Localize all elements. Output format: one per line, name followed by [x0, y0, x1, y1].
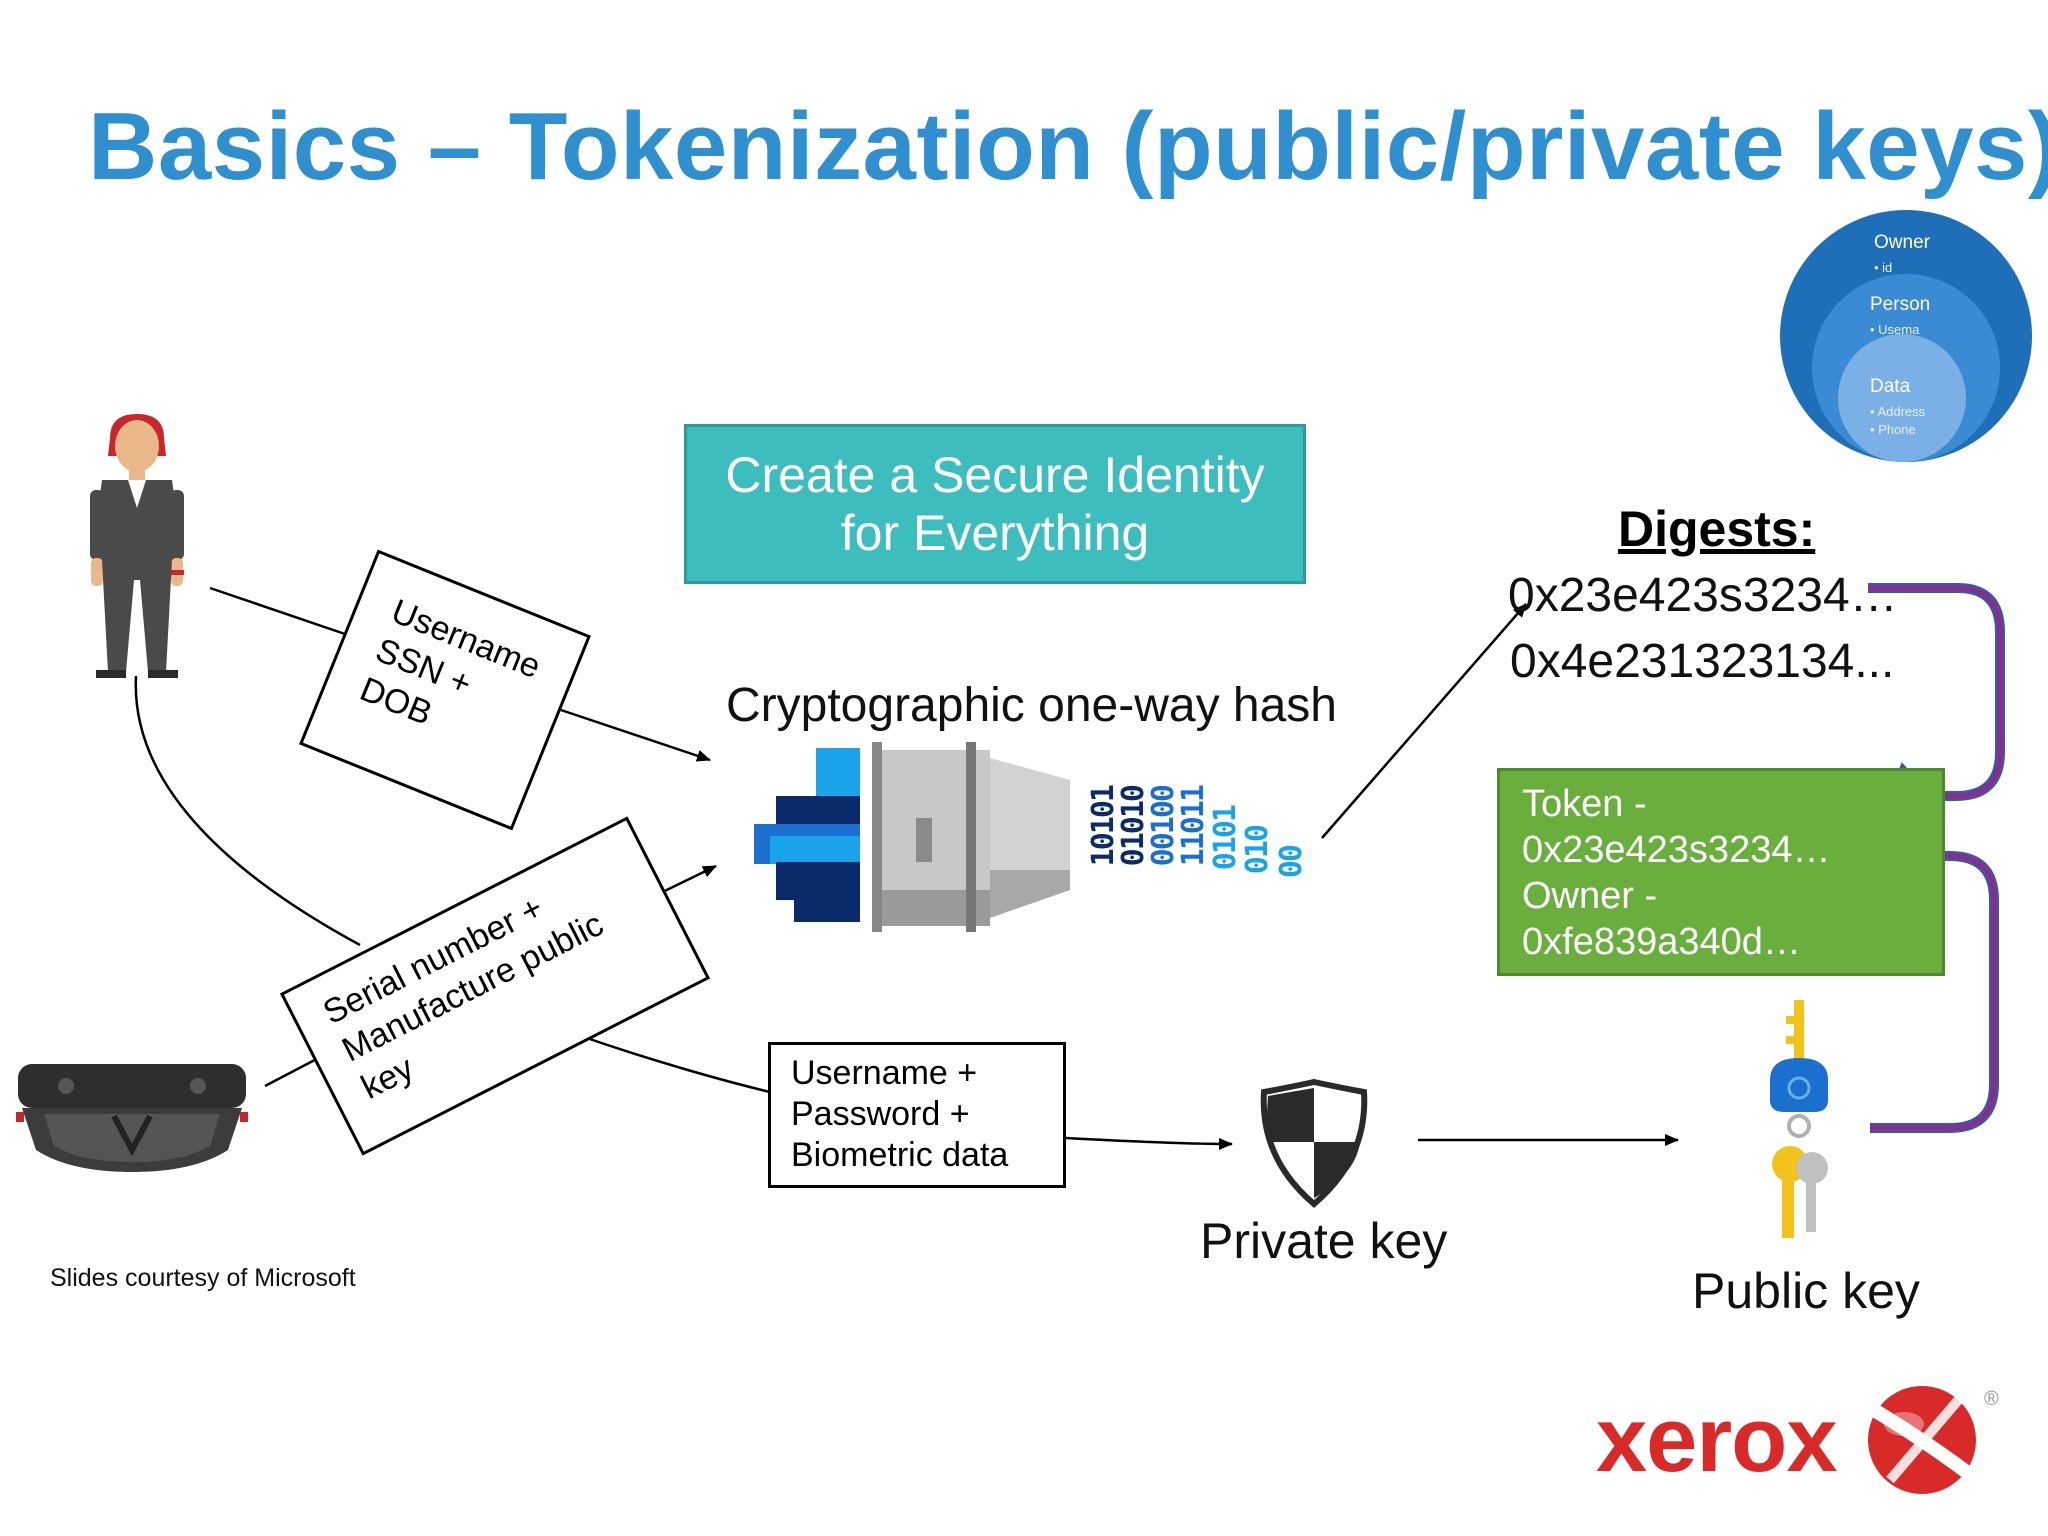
- credentials-to-private-key-arrow: [1065, 1136, 1233, 1150]
- credentials-line-1: Username +: [791, 1054, 978, 1092]
- identity-circle-diagram: [1780, 210, 2032, 462]
- xerox-logo-text: xerox: [1596, 1389, 1837, 1491]
- credentials-line-3: Biometric data: [791, 1136, 1009, 1174]
- person-to-serial-curve: [134, 675, 361, 947]
- secure-identity-line-1: Create a Secure Identity: [725, 447, 1265, 503]
- person-item: • Usema: [1870, 322, 1920, 337]
- digest-value: 0x4e231323134...: [1510, 635, 1895, 688]
- username-to-hash-arrow: [554, 706, 711, 762]
- secure-identity-box: Create a Secure Identity for Everything: [684, 424, 1306, 584]
- token-box: Token - 0x23e423s3234… Owner - 0xfe839a3…: [1497, 768, 1945, 976]
- data-item-phone: • Phone: [1870, 422, 1916, 437]
- xerox-logo-icon: [1868, 1386, 1977, 1494]
- person-to-username-line: [209, 586, 346, 636]
- data-item-address: • Address: [1870, 404, 1926, 419]
- credentials-box: Username + Password + Biometric data: [768, 1042, 1066, 1188]
- person-label: Person: [1870, 294, 1931, 315]
- owner-item: • id: [1874, 260, 1893, 275]
- slide-title: Basics – Tokenization (public/private ke…: [88, 93, 2048, 200]
- credentials-line-2: Password +: [791, 1095, 970, 1133]
- key-icon: [1770, 1000, 1828, 1238]
- headset-icon: [16, 1064, 248, 1172]
- digests-label: Digests:: [1618, 501, 1816, 557]
- owner-value: 0xfe839a340d…: [1522, 921, 1801, 963]
- shield-icon: [1260, 1078, 1368, 1208]
- private-key-label: Private key: [1200, 1213, 1448, 1269]
- secure-identity-line-2: for Everything: [840, 505, 1150, 561]
- token-value: 0x23e423s3234…: [1522, 829, 1831, 871]
- data-circle: [1838, 334, 1966, 462]
- registered-mark: ®: [1984, 1388, 1999, 1410]
- hash-bits-col-7: 00: [1274, 846, 1309, 879]
- owner-label-token: Owner -: [1522, 875, 1658, 917]
- digest-value: 0x23e423s3234…: [1508, 569, 1898, 622]
- hash-bits-col-4: 11011: [1176, 786, 1211, 867]
- owner-label: Owner: [1874, 232, 1930, 253]
- credit-text: Slides courtesy of Microsoft: [50, 1264, 356, 1292]
- token-label: Token -: [1522, 783, 1647, 825]
- hash-bits-col-5: 0101: [1208, 806, 1243, 871]
- hash-to-digest-arrow: [1321, 603, 1527, 839]
- hash-label: Cryptographic one-way hash: [726, 679, 1337, 732]
- person-icon: [90, 414, 184, 678]
- data-label: Data: [1870, 376, 1911, 397]
- serial-to-credentials-curve: [577, 1033, 771, 1094]
- hash-bits-col-6: 010: [1240, 826, 1275, 875]
- public-key-label: Public key: [1692, 1263, 1920, 1319]
- hash-funnel-icon: [754, 742, 1070, 932]
